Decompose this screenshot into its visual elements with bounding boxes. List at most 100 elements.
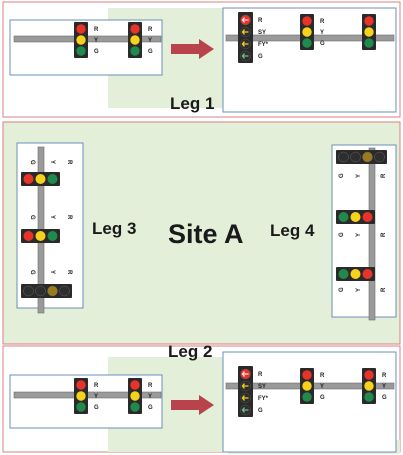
leg4-letter-r-a: R [381, 173, 387, 178]
leg2-after-fya-head-arrow-1 [241, 383, 249, 389]
leg1-after-head-a-letter-0: R [320, 19, 325, 25]
leg1-before-head-a-letter-1: Y [94, 38, 98, 44]
leg2-after-head-b-letter-1: Y [382, 384, 386, 390]
leg1-before-head-a-lens-0 [76, 24, 86, 34]
leg3-letter-g-a: G [29, 160, 35, 165]
leg3-letter-g-b: G [29, 215, 35, 220]
leg2-before-head-b-lens-0 [130, 380, 140, 390]
leg2-before-head-a-letter-1: Y [94, 394, 98, 400]
leg4-head-b-lens-0 [338, 269, 349, 279]
leg2-before-head-a-letter-0: R [94, 383, 99, 389]
leg1-after-head-b-lens-2 [364, 38, 374, 48]
leg1-after-fya-head-letter-1: SY [258, 30, 266, 36]
leg2-after-head-a-lens-1 [302, 381, 312, 391]
leg1-before-head-b-letter-1: Y [148, 38, 152, 44]
leg1-transition-arrow [171, 39, 214, 59]
leg2-after-fya-head-letter-1: SY [258, 384, 266, 390]
leg1-after-fya-head-arrow-0 [241, 17, 249, 23]
site-title: Site A [168, 219, 244, 249]
leg1-after-head-a-letter-2: G [320, 41, 325, 47]
leg1-before-head-a-lens-1 [76, 35, 86, 45]
leg3-head-a-lens-0 [23, 174, 34, 184]
leg1-before-head-a-letter-0: R [94, 27, 99, 33]
leg4-fya-head-lens-3 [374, 151, 385, 163]
leg1-before-head-b-lens-0 [130, 24, 140, 34]
leg1-before-head-a-letter-2: G [94, 49, 99, 55]
leg2-after-head-a-letter-0: R [320, 373, 325, 379]
leg4-letter-y-a: Y [356, 174, 362, 178]
leg4-letter-y-c: Y [356, 288, 362, 292]
leg2-before-head-b-letter-1: Y [148, 394, 152, 400]
leg2-after-head-a-letter-2: G [320, 395, 325, 401]
leg1-after-head-a-lens-1 [302, 27, 312, 37]
leg4-head-a-lens-1 [350, 212, 361, 222]
leg3-head-b-lens-2 [47, 231, 58, 241]
leg2-after-head-b-lens-1 [364, 381, 374, 391]
leg4-head-b-lens-1 [350, 269, 361, 279]
leg3-head-a-lens-1 [35, 174, 46, 184]
leg4-group [331, 144, 397, 321]
leg1-after-head-a-lens-0 [302, 16, 312, 26]
leg2-before-head-b-letter-2: G [148, 405, 153, 411]
leg3-fya-head-lens-3 [59, 285, 70, 297]
leg1-after-head-a-lens-2 [302, 38, 312, 48]
leg2-before-head-b-lens-2 [130, 402, 140, 412]
leg2-before-head-a-lens-2 [76, 402, 86, 412]
leg3-fya-head-lens-2 [47, 285, 58, 297]
leg1-before-head-b-letter-2: G [148, 49, 153, 55]
leg2-after-fya-head-arrow-0 [241, 371, 249, 377]
leg1-after-fya-head-letter-0: R [258, 18, 263, 24]
leg2-after-head-b-lens-0 [364, 370, 374, 380]
leg1-before-head-b-lens-2 [130, 46, 140, 56]
leg2-after-fya-head-arrow-2 [241, 395, 249, 401]
leg2-before-head-a-lens-0 [76, 380, 86, 390]
leg1-after-head-b-lens-0 [364, 16, 374, 26]
leg2-after-fya-head-letter-3: G [258, 408, 263, 414]
leg4-panel [331, 144, 397, 318]
leg1-after-fya-head-letter-2: FY* [258, 42, 269, 48]
leg1-before-head-b-letter-0: R [148, 27, 153, 33]
leg2-transition-arrow [171, 395, 214, 415]
leg3-letter-r-a: R [66, 160, 72, 165]
leg2-before-head-a-letter-2: G [94, 405, 99, 411]
leg2-after-head-b-letter-0: R [382, 373, 387, 379]
leg2-after-head-a-lens-0 [302, 370, 312, 380]
leg1-after-fya-head-arrow-3 [241, 53, 249, 59]
leg4-letter-g-b: G [339, 232, 345, 237]
leg2-after-fya-head-arrow-3 [241, 407, 249, 413]
leg3-head-b-lens-1 [35, 231, 46, 241]
leg3-letter-y-a: Y [49, 160, 55, 164]
leg4-fya-head-housing [336, 150, 387, 164]
leg3-panel [16, 142, 84, 309]
leg2-after-head-b-letter-2: G [382, 395, 387, 401]
leg1-after-fya-head-arrow-2 [241, 41, 249, 47]
leg4-label: Leg 4 [270, 221, 315, 240]
leg2-after-head-a-lens-2 [302, 392, 312, 402]
leg3-letter-y-b: Y [49, 215, 55, 219]
leg4-fya-head-lens-1 [350, 151, 361, 163]
leg4-head-a-lens-0 [338, 212, 349, 222]
leg4-fya-head-lens-2 [362, 151, 373, 163]
leg4-pole [368, 147, 376, 321]
leg2-before-head-b-letter-0: R [148, 383, 153, 389]
leg2-before-head-a-lens-1 [76, 391, 86, 401]
leg2-after-head-a-letter-1: Y [320, 384, 324, 390]
leg3-head-b-lens-0 [23, 231, 34, 241]
leg1-after-head-b-lens-1 [364, 27, 374, 37]
leg4-letter-r-b: R [381, 232, 387, 237]
leg3-letter-r-b: R [66, 215, 72, 220]
leg3-label: Leg 3 [92, 219, 137, 238]
leg3-letter-y-c: Y [49, 270, 55, 274]
top-region [2, 1, 401, 118]
leg4-letter-r-c: R [381, 287, 387, 292]
leg3-letter-g-c: G [29, 270, 35, 275]
leg2-after-head-b-lens-2 [364, 392, 374, 402]
leg2-before-head-b-lens-1 [130, 391, 140, 401]
leg4-head-b-lens-2 [362, 269, 373, 279]
leg4-letter-y-b: Y [356, 233, 362, 237]
leg4-fya-head-lens-0 [338, 151, 349, 163]
leg1-after-fya-head-letter-3: G [258, 54, 263, 60]
leg1-label: Leg 1 [170, 94, 215, 113]
